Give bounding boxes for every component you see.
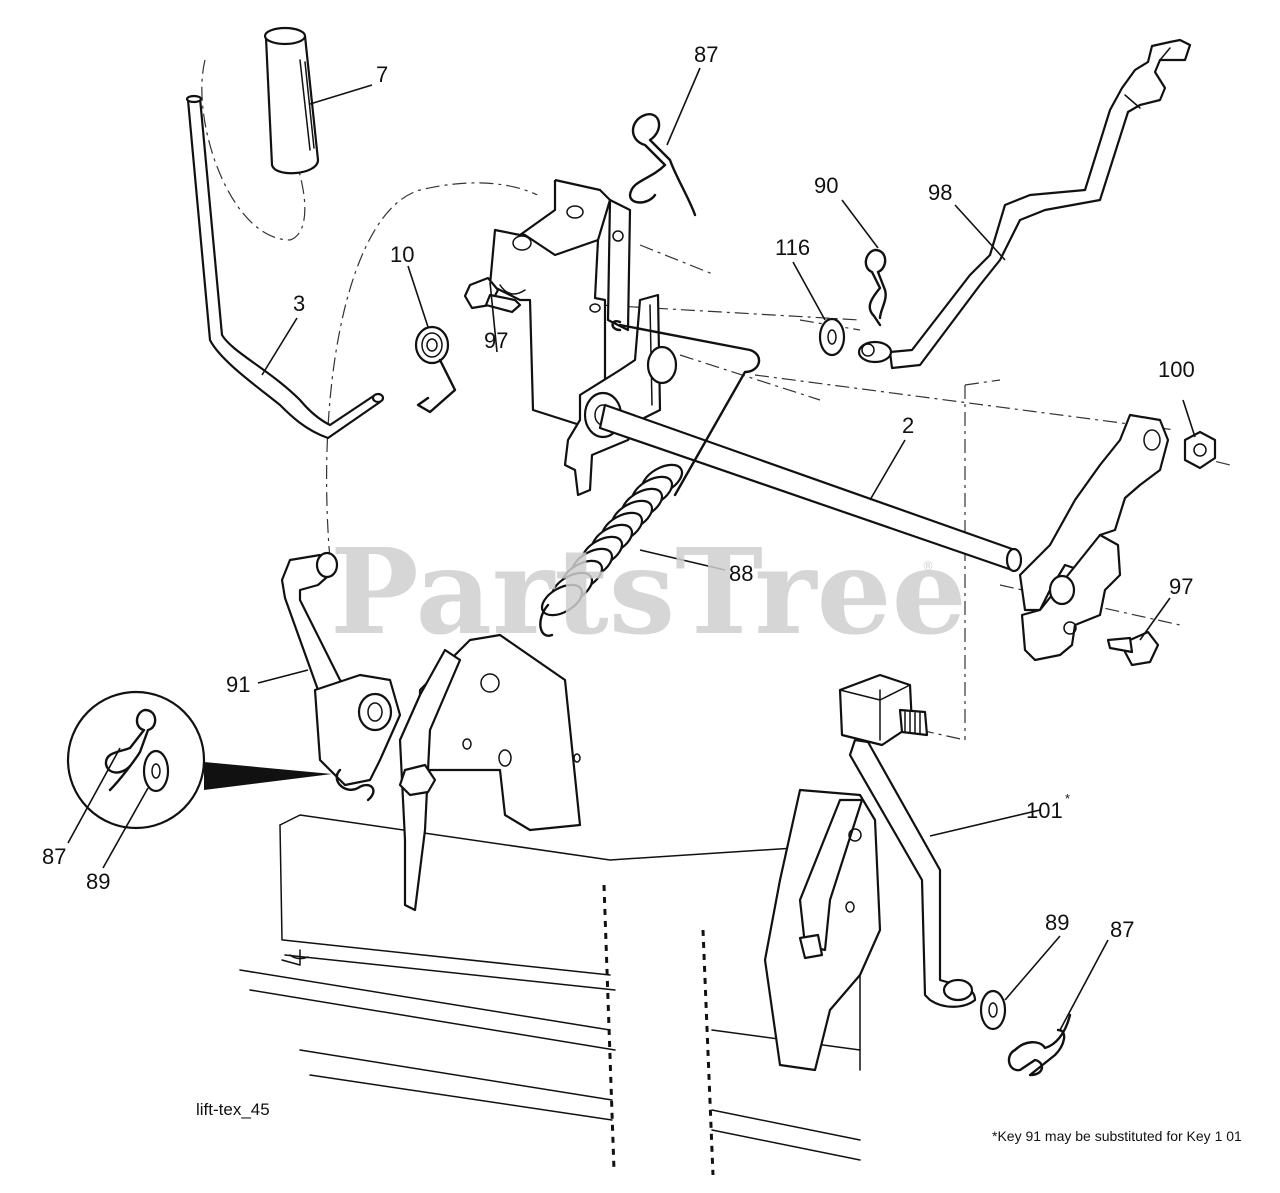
lift-mounting-bracket xyxy=(488,178,632,427)
watermark-registered-mark: ® xyxy=(922,559,934,573)
right-hanger-bracket xyxy=(763,788,882,1072)
callout-101-asterisk: * xyxy=(1065,791,1070,806)
callout-3: 3 xyxy=(293,291,305,316)
hairpin-clip-bottom-part xyxy=(1007,1013,1072,1077)
callout-87-top: 87 xyxy=(694,42,718,67)
callout-7: 7 xyxy=(376,62,388,87)
flange-bolt-right-part xyxy=(1106,630,1160,667)
callout-labels: 7 87 90 98 116 10 3 97 100 2 88 97 91 87… xyxy=(42,42,1195,942)
hex-nut-part xyxy=(1183,430,1217,470)
callout-91: 91 xyxy=(226,672,250,697)
callout-97-right: 97 xyxy=(1169,574,1193,599)
callout-101: 101 xyxy=(1026,798,1063,823)
assist-spring-part xyxy=(539,320,761,637)
mower-deck-housing xyxy=(239,814,861,1176)
lift-link-101-part xyxy=(838,673,977,1008)
washer-89-bottom-part xyxy=(979,989,1007,1031)
callout-89-detail: 89 xyxy=(86,869,110,894)
callout-89-bottom: 89 xyxy=(1045,910,1069,935)
callout-87-bottom: 87 xyxy=(1110,917,1134,942)
partstree-watermark: PartsTree xyxy=(330,522,967,661)
callout-116: 116 xyxy=(775,235,810,260)
hairpin-clip-top-part xyxy=(628,113,697,217)
callout-2: 2 xyxy=(902,413,914,438)
right-lift-arm xyxy=(1018,413,1170,662)
left-hanger-bracket xyxy=(313,633,582,912)
adjustment-rod-part xyxy=(857,38,1192,370)
handle-grip-part xyxy=(263,26,320,175)
washer-116-part xyxy=(818,317,846,357)
callout-10: 10 xyxy=(390,242,414,267)
callout-98: 98 xyxy=(928,180,952,205)
callout-100: 100 xyxy=(1158,357,1195,382)
callout-88: 88 xyxy=(729,561,753,586)
lift-handle-rod-part xyxy=(185,94,385,440)
callout-87-detail: 87 xyxy=(42,844,66,869)
callout-90: 90 xyxy=(814,173,838,198)
callout-leader-lines xyxy=(67,67,1196,1031)
diagram-reference-code: lift-tex_45 xyxy=(196,1100,270,1119)
substitution-footnote: *Key 91 may be substituted for Key 1 01 xyxy=(992,1128,1242,1144)
hairpin-clip-90-part xyxy=(864,248,887,327)
torsion-spring-part xyxy=(414,325,457,414)
detail-inset xyxy=(66,690,332,830)
callout-97-left: 97 xyxy=(484,328,508,353)
